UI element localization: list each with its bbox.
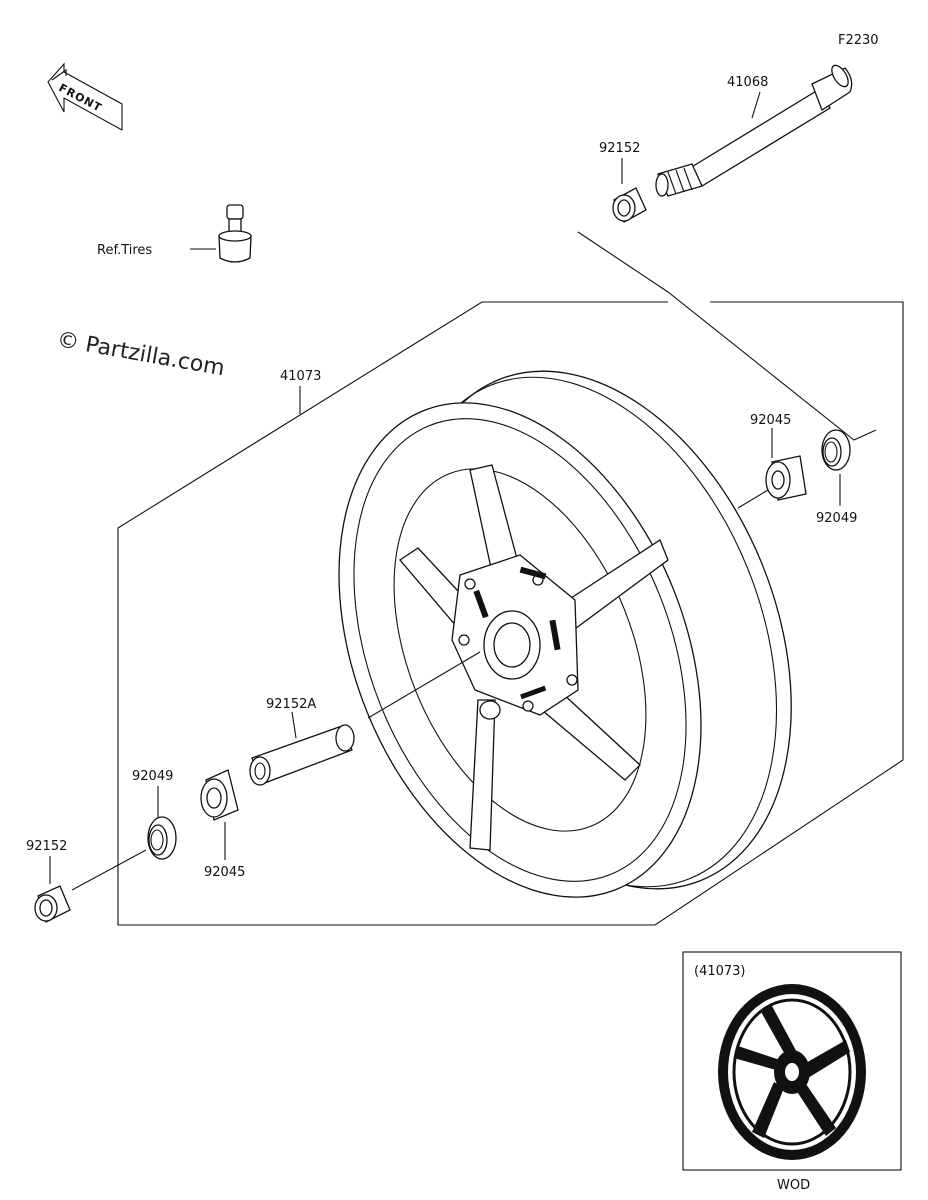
part-label-collar-top: 92152 bbox=[599, 141, 640, 156]
part-label-axle: 41068 bbox=[727, 75, 768, 90]
part-label-wheel: 41073 bbox=[280, 369, 321, 384]
part-label-bearing-left: 92045 bbox=[204, 865, 245, 880]
bearing-right-part bbox=[765, 455, 807, 501]
inset-caption: WOD bbox=[777, 1178, 810, 1193]
seal-right-part bbox=[821, 429, 851, 471]
part-label-seal-right: 92049 bbox=[816, 511, 857, 526]
valve-stem-part bbox=[218, 204, 252, 263]
inset-title: (41073) bbox=[694, 964, 746, 979]
diagram-code: F2230 bbox=[838, 33, 879, 48]
wheel-part bbox=[338, 370, 792, 898]
part-label-bearing-right: 92045 bbox=[750, 413, 791, 428]
inset-box: (41073) WOD bbox=[682, 951, 902, 1193]
front-arrow-icon: FRONT bbox=[47, 62, 123, 131]
collar-top-part bbox=[612, 187, 647, 223]
watermark: © Partzilla.com bbox=[55, 327, 227, 381]
part-label-sleeve: 92152A bbox=[266, 697, 316, 712]
inset-wheel-image bbox=[718, 984, 866, 1160]
bearing-left-part bbox=[200, 769, 239, 821]
collar-left-part bbox=[34, 885, 71, 923]
ref-tires-label: Ref.Tires bbox=[97, 243, 152, 258]
part-label-seal-left: 92049 bbox=[132, 769, 173, 784]
part-label-collar-left: 92152 bbox=[26, 839, 67, 854]
seal-left-part bbox=[147, 816, 177, 860]
sleeve-part bbox=[249, 724, 355, 786]
axle-part bbox=[655, 64, 853, 197]
